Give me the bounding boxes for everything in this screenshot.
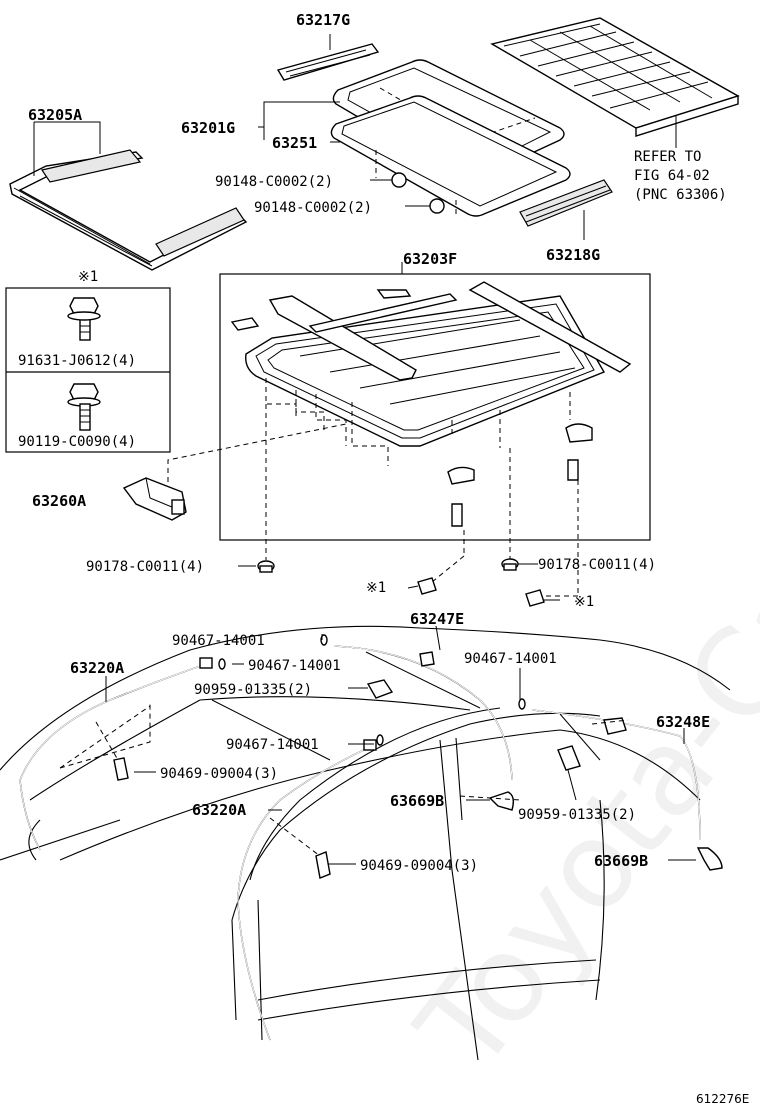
label-90959-b: 90959-01335(2) xyxy=(518,807,636,823)
label-63220A-front: 63220A xyxy=(192,801,246,819)
clip-90469-a[interactable] xyxy=(113,757,129,781)
label-90469-b: 90469-09004(3) xyxy=(360,858,478,874)
holder-63247E[interactable] xyxy=(419,651,435,667)
drain-hose-63247E[interactable] xyxy=(333,645,513,781)
label-90178-a: 90178-C0011(4) xyxy=(86,559,204,575)
label-63205A: 63205A xyxy=(28,106,82,124)
frame-63203F-box xyxy=(219,273,651,541)
bracket-right-a[interactable] xyxy=(447,466,475,527)
clip-90467-d[interactable] xyxy=(376,734,384,746)
grommet-90178-a[interactable] xyxy=(257,560,275,573)
motor-63260A[interactable] xyxy=(122,477,187,521)
refer-line1: REFER TO xyxy=(634,149,701,165)
clip-90469-b[interactable] xyxy=(315,851,331,879)
refer-line3: (PNC 63306) xyxy=(634,187,727,203)
label-90469-a: 90469-09004(3) xyxy=(160,766,278,782)
label-63217G: 63217G xyxy=(296,11,350,29)
label-90959-a: 90959-01335(2) xyxy=(194,682,312,698)
label-63220A-left: 63220A xyxy=(70,659,124,677)
screw-note1-b[interactable] xyxy=(525,589,560,607)
rail-63218G[interactable] xyxy=(519,179,613,227)
drain-hose-63220A-left[interactable] xyxy=(19,657,213,851)
label-63669B-b: 63669B xyxy=(594,852,648,870)
clamp-90959-b[interactable] xyxy=(557,745,581,771)
grommet-90178-b[interactable] xyxy=(501,558,519,571)
label-90467-a: 90467-14001 xyxy=(172,633,265,649)
note-mark-b: ※1 xyxy=(574,594,594,610)
clip-90148-b[interactable] xyxy=(405,198,445,214)
clip-90467-c[interactable] xyxy=(518,698,526,710)
label-90148-a: 90148-C0002(2) xyxy=(215,174,333,190)
elbow-63669B-a[interactable] xyxy=(488,791,515,811)
label-63260A: 63260A xyxy=(32,492,86,510)
note-mark-a: ※1 xyxy=(366,580,386,596)
rail-63217G[interactable] xyxy=(276,43,380,81)
refer-line2: FIG 64-02 xyxy=(634,168,710,184)
screw-box xyxy=(5,287,171,453)
drain-hose-63220A-front[interactable] xyxy=(237,739,377,1041)
bolt-90119-icon xyxy=(67,383,101,431)
label-90467-b: 90467-14001 xyxy=(248,658,341,674)
label-63201G: 63201G xyxy=(181,119,235,137)
frame-63203F[interactable] xyxy=(230,281,632,447)
label-63669B-a: 63669B xyxy=(390,792,444,810)
figure-code: 612276E xyxy=(696,1092,749,1106)
label-90467-c: 90467-14001 xyxy=(464,651,557,667)
label-63247E: 63247E xyxy=(410,610,464,628)
weatherstrip-63251[interactable] xyxy=(330,95,571,217)
label-91631: 91631-J0612(4) xyxy=(18,353,136,369)
label-90467-d: 90467-14001 xyxy=(226,737,319,753)
label-63203F: 63203F xyxy=(403,250,457,268)
elbow-63669B-b[interactable] xyxy=(696,847,723,871)
sunshade-panel[interactable] xyxy=(490,17,740,137)
screw-note1-a[interactable] xyxy=(407,577,437,595)
label-90178-b: 90178-C0011(4) xyxy=(538,557,656,573)
bolt-91631-icon xyxy=(67,297,101,341)
label-63218G: 63218G xyxy=(546,246,600,264)
label-90119: 90119-C0090(4) xyxy=(18,434,136,450)
label-90148-b: 90148-C0002(2) xyxy=(254,200,372,216)
drain-hose-63248E[interactable] xyxy=(531,709,701,841)
clamp-90959-a[interactable] xyxy=(366,679,394,699)
label-63251: 63251 xyxy=(272,134,317,152)
frame-63205A[interactable] xyxy=(9,149,248,271)
car-body-outline xyxy=(0,625,731,1061)
clip-90467-b[interactable] xyxy=(218,658,226,670)
holder-63248E[interactable] xyxy=(603,717,627,735)
note-mark-screwbox: ※1 xyxy=(78,269,98,285)
clip-90148-a[interactable] xyxy=(370,172,407,188)
bracket-right-b[interactable] xyxy=(565,423,593,481)
label-63248E: 63248E xyxy=(656,713,710,731)
